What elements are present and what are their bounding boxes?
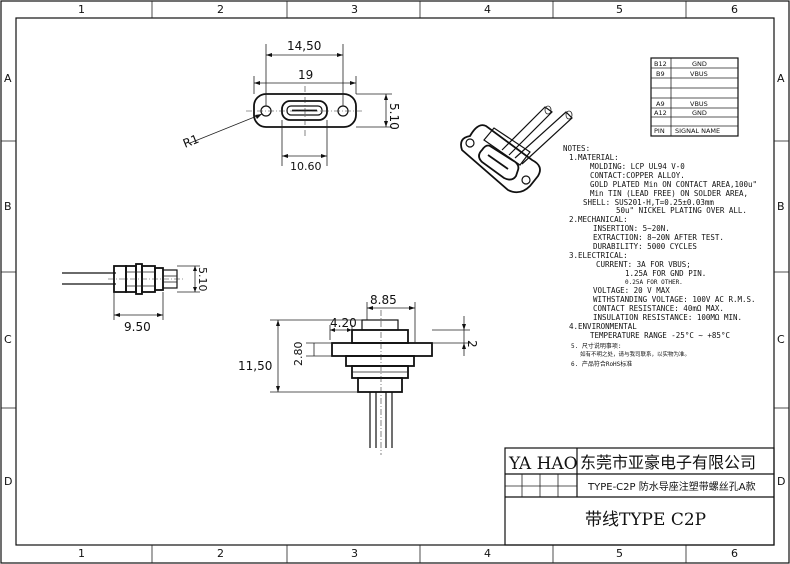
note-line: DURABILITY: 5000 CYCLES xyxy=(593,242,697,251)
note-line: 1.25A FOR GND PIN. xyxy=(625,269,706,278)
note-line: INSULATION RESISTANCE: 100MΩ MIN. xyxy=(593,313,742,322)
note-line: CURRENT: 3A FOR VBUS; xyxy=(596,260,691,269)
note-line: 6. 产品符合RoHS标准 xyxy=(571,360,632,368)
row-label-b-right: B xyxy=(777,200,785,213)
dim-top-bottom: 10.60 xyxy=(290,160,322,173)
signal-cell: GND xyxy=(692,109,707,117)
dim-top-inner: 19 xyxy=(298,68,313,82)
dim-front-offset: 4.20 xyxy=(330,316,357,330)
dim-front-flange: 2.80 xyxy=(292,342,305,367)
model-line: TYPE-C2P 防水导座注塑带螺丝孔A款 xyxy=(587,480,756,493)
drawing-title: 带线TYPE C2P xyxy=(585,510,706,530)
note-line: WITHSTANDING VOLTAGE: 100V AC R.M.S. xyxy=(593,295,756,304)
note-line: SHELL: SUS201-H,T=0.25±0.03mm xyxy=(583,198,714,207)
dim-front-step: 2 xyxy=(465,340,479,348)
isometric-view xyxy=(460,105,573,194)
note-line: MOLDING: LCP UL94 V-0 xyxy=(590,162,685,171)
row-label-b: B xyxy=(4,200,12,213)
col-label-6: 6 xyxy=(731,3,738,16)
dim-side-length: 9.50 xyxy=(124,320,151,334)
note-line: 4.ENVIRONMENTAL xyxy=(569,322,637,331)
dim-front-height: 11,50 xyxy=(238,359,272,373)
note-line: 3.ELECTRICAL: xyxy=(569,251,628,260)
col-label-5-bottom: 5 xyxy=(616,547,623,560)
dim-top-height: 5.10 xyxy=(387,103,401,130)
col-label-2: 2 xyxy=(217,3,224,16)
note-line: VOLTAGE: 20 V MAX xyxy=(593,286,670,295)
col-label-1: 1 xyxy=(78,3,85,16)
col-label-5: 5 xyxy=(616,3,623,16)
top-view: 14,50 19 5.10 10.60 R1 xyxy=(181,39,401,173)
note-line: 2.MECHANICAL: xyxy=(569,215,628,224)
row-label-d: D xyxy=(4,475,12,488)
dim-top-overall: 14,50 xyxy=(287,39,321,53)
note-line: INSERTION: 5~20N. xyxy=(593,224,670,233)
col-label-1-bottom: 1 xyxy=(78,547,85,560)
company-name: 东莞市亚豪电子有限公司 xyxy=(580,453,756,472)
row-label-a: A xyxy=(4,72,12,85)
dim-front-top: 8.85 xyxy=(370,293,397,307)
note-line: 1.MATERIAL: xyxy=(569,153,619,162)
note-line: 如有不明之处，请与我司联系，以实物为准。 xyxy=(580,350,690,358)
note-line: CONTACT RESISTANCE: 40mΩ MAX. xyxy=(593,304,724,313)
row-label-a-right: A xyxy=(777,72,785,85)
pin-cell: A9 xyxy=(656,100,665,108)
row-label-d-right: D xyxy=(777,475,785,488)
note-line: Min TIN (LEAD FREE) ON SOLDER AREA, xyxy=(590,189,748,198)
brand-name: YA HAO xyxy=(508,454,578,474)
col-label-6-bottom: 6 xyxy=(731,547,738,560)
front-view: 8.85 4.20 2 2.80 11,50 xyxy=(238,293,479,455)
note-line: EXTRACTION: 8~20N AFTER TEST. xyxy=(593,233,724,242)
note-line: NOTES: xyxy=(563,144,590,153)
col-label-4: 4 xyxy=(484,3,491,16)
col-label-4-bottom: 4 xyxy=(484,547,491,560)
signal-cell: VBUS xyxy=(690,100,708,108)
note-line: 50u" NICKEL PLATING OVER ALL. xyxy=(616,206,747,215)
dim-side-height: 5.10 xyxy=(196,267,209,292)
row-label-c: C xyxy=(4,333,12,346)
note-line: CONTACT:COPPER ALLOY. xyxy=(590,171,685,180)
pin-table: B12 GND B9 VBUS A9 VBUS A12 GND PIN SIGN… xyxy=(650,57,739,137)
grid-labels: 1 2 3 4 5 6 1 2 3 4 5 6 A B C D A B C D xyxy=(4,3,785,560)
note-line: 5. 尺寸说明事项: xyxy=(571,342,621,350)
pin-cell: B9 xyxy=(656,70,665,78)
note-line: GOLD PLATED Min ON CONTACT AREA,100u" xyxy=(590,180,757,189)
col-label-3-bottom: 3 xyxy=(351,547,358,560)
signal-cell: GND xyxy=(692,60,707,68)
notes-block: NOTES: 1.MATERIAL: MOLDING: LCP UL94 V-0… xyxy=(563,144,757,368)
pin-cell: B12 xyxy=(654,60,667,68)
signal-cell: VBUS xyxy=(690,70,708,78)
signal-cell: SIGNAL NAME xyxy=(675,127,720,135)
note-line: 0.25A FOR OTHER. xyxy=(625,279,683,286)
col-label-3: 3 xyxy=(351,3,358,16)
note-line: TEMPERATURE RANGE -25°C ~ +85°C xyxy=(590,331,730,340)
title-block: YA HAO 东莞市亚豪电子有限公司 TYPE-C2P 防水导座注塑带螺丝孔A款… xyxy=(504,447,775,546)
row-label-c-right: C xyxy=(777,333,785,346)
side-view: 5.10 9.50 xyxy=(62,263,209,334)
pin-cell: PIN xyxy=(654,127,665,135)
dim-radius: R1 xyxy=(181,132,201,151)
pin-cell: A12 xyxy=(654,109,667,117)
col-label-2-bottom: 2 xyxy=(217,547,224,560)
